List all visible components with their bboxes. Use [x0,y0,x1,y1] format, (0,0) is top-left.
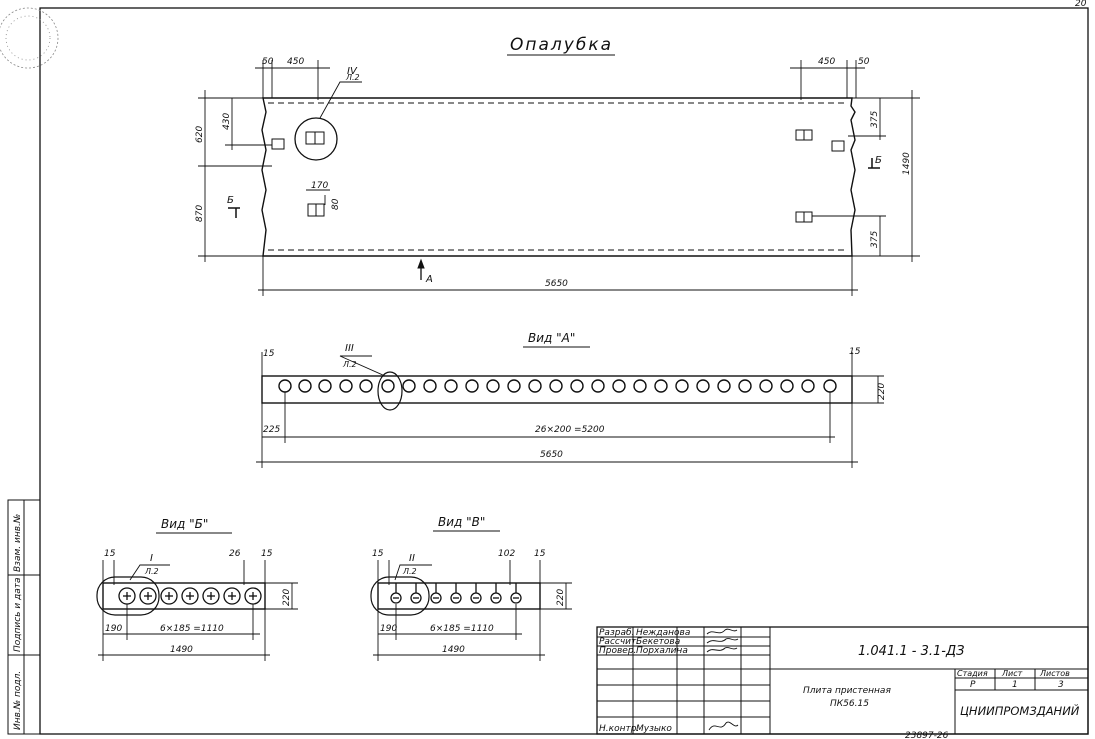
callout-ii-sheet: Л.2 [402,567,417,576]
view-b-dim-pitch: 6×185 =1110 [160,624,224,634]
tb-role-checked: Провер. [599,646,636,656]
page-number: 20 [1075,0,1087,9]
margin-signature-date: Подпись и дата [13,577,23,652]
dim-top-left-50: 50 [262,57,274,67]
view-v-dimension-lines [373,560,572,661]
margin-inv-orig: Инв.№ подл. [13,671,23,730]
view-a-dim-right-15: 15 [849,347,861,357]
view-v-dim-15-right: 15 [534,549,546,559]
view-a-dim-left-15: 15 [263,349,275,359]
view-v-dim-total: 1490 [442,645,465,655]
tb-name-developer: Нежданова [636,628,690,638]
dim-right-375-top: 375 [870,111,880,128]
view-v-dim-190: 190 [380,624,397,634]
view-a-dim-left-225: 225 [263,425,280,435]
plan-dimension-lines [198,60,920,296]
sheet-frame [39,7,1089,735]
margin-stamp: Инв.№ подл. Подпись и дата Взам. инв.№ [7,499,41,735]
dim-insert-170: 170 [311,181,328,191]
tb-organization: ЦНИИПРОМЗДАНИЙ [960,703,1080,718]
tb-stage-label: Стадия [957,669,988,678]
view-v-title: Вид "В" [438,515,485,529]
dim-length-5650: 5650 [545,279,568,289]
section-v-label: Б [875,155,882,166]
section-v-marker [868,158,880,169]
dim-right-1490: 1490 [902,152,912,175]
callout-ii-numeral: II [409,553,415,564]
tb-role-developer: Разраб. [599,628,634,638]
tb-role-norm-control: Н.контр. [599,724,639,734]
tb-bottom-number: 23897-26 [905,731,949,739]
detail-iii-ellipse [377,371,403,411]
tb-role-calculated: Рассчит. [599,637,639,647]
view-v-dim-220: 220 [556,589,566,606]
callout-iii-numeral: III [345,343,354,354]
dim-top-right-50: 50 [858,57,870,67]
view-v-dim-pitch: 6×185 =1110 [430,624,494,634]
dim-left-870: 870 [195,205,205,222]
tb-name-checked: Порхалина [636,646,688,656]
view-a-dimension-lines [256,352,884,468]
view-b-dim-15-right: 15 [261,549,273,559]
dim-left-620: 620 [195,126,205,143]
tb-designation: 1.041.1 - 3.1-ДЗ [858,644,964,659]
tb-name-norm-control: Музыко [636,724,672,734]
dim-left-430: 430 [222,113,232,130]
tb-sheet-value: 1 [1012,680,1018,690]
view-b-dim-190: 190 [105,624,122,634]
callout-iv-numeral: IV [347,66,358,77]
tb-stage-value: Р [970,680,976,690]
view-v-slab [377,582,541,610]
tb-product-line2: ПК56.15 [830,699,869,709]
arrow-a [417,258,425,280]
scan-stamp-mark [0,7,59,69]
dim-insert-80: 80 [331,198,341,210]
view-a-hole-row [278,379,837,393]
tb-sheets-value: 3 [1058,680,1064,690]
formwork-title: Опалубка [510,35,613,55]
view-b-title: Вид "Б" [161,517,208,531]
view-a-dim-total: 5650 [540,450,563,460]
view-v-dim-102: 102 [498,549,515,559]
title-block-grid [596,626,1089,735]
view-b-slab [102,582,266,610]
dim-top-right-450: 450 [818,57,835,67]
callout-iii-sheet: Л.2 [342,360,357,369]
detail-i-outline [96,576,160,616]
tb-product-line1: Плита пристенная [803,686,891,696]
view-b-dim-220: 220 [282,589,292,606]
view-v-dim-15-left: 15 [372,549,384,559]
view-a-title: Вид "A" [528,331,575,345]
dim-right-375-bottom: 375 [870,231,880,248]
callout-i-sheet: Л.2 [144,567,159,576]
dim-top-left-450: 450 [287,57,304,67]
tb-sheets-label: Листов [1039,669,1070,678]
section-b-label: Б [227,195,234,206]
view-b-dim-15-left: 15 [104,549,116,559]
view-a-dim-pitch: 26×200 =5200 [535,425,605,435]
margin-inv-replace: Взам. инв.№ [13,514,23,572]
view-b-dimension-lines [98,560,298,661]
callout-iv-sheet: Л.2 [345,73,360,82]
detail-iv-circle [294,117,338,161]
view-v-holes [390,583,522,604]
arrow-a-label: А [425,274,433,285]
tb-name-calculated: Бекетова [636,637,680,647]
tb-sheet-label: Лист [1001,669,1023,678]
slab-plan [261,97,856,257]
view-b-holes [118,587,262,605]
callout-i-numeral: I [150,553,153,564]
section-b-marker [228,207,240,218]
tb-signatures [706,628,739,731]
view-b-dim-total: 1490 [170,645,193,655]
view-b-dim-26: 26 [229,549,241,559]
view-a-dim-height-220: 220 [877,383,887,400]
view-a-slab [261,375,853,404]
detail-ii-outline [370,576,430,616]
